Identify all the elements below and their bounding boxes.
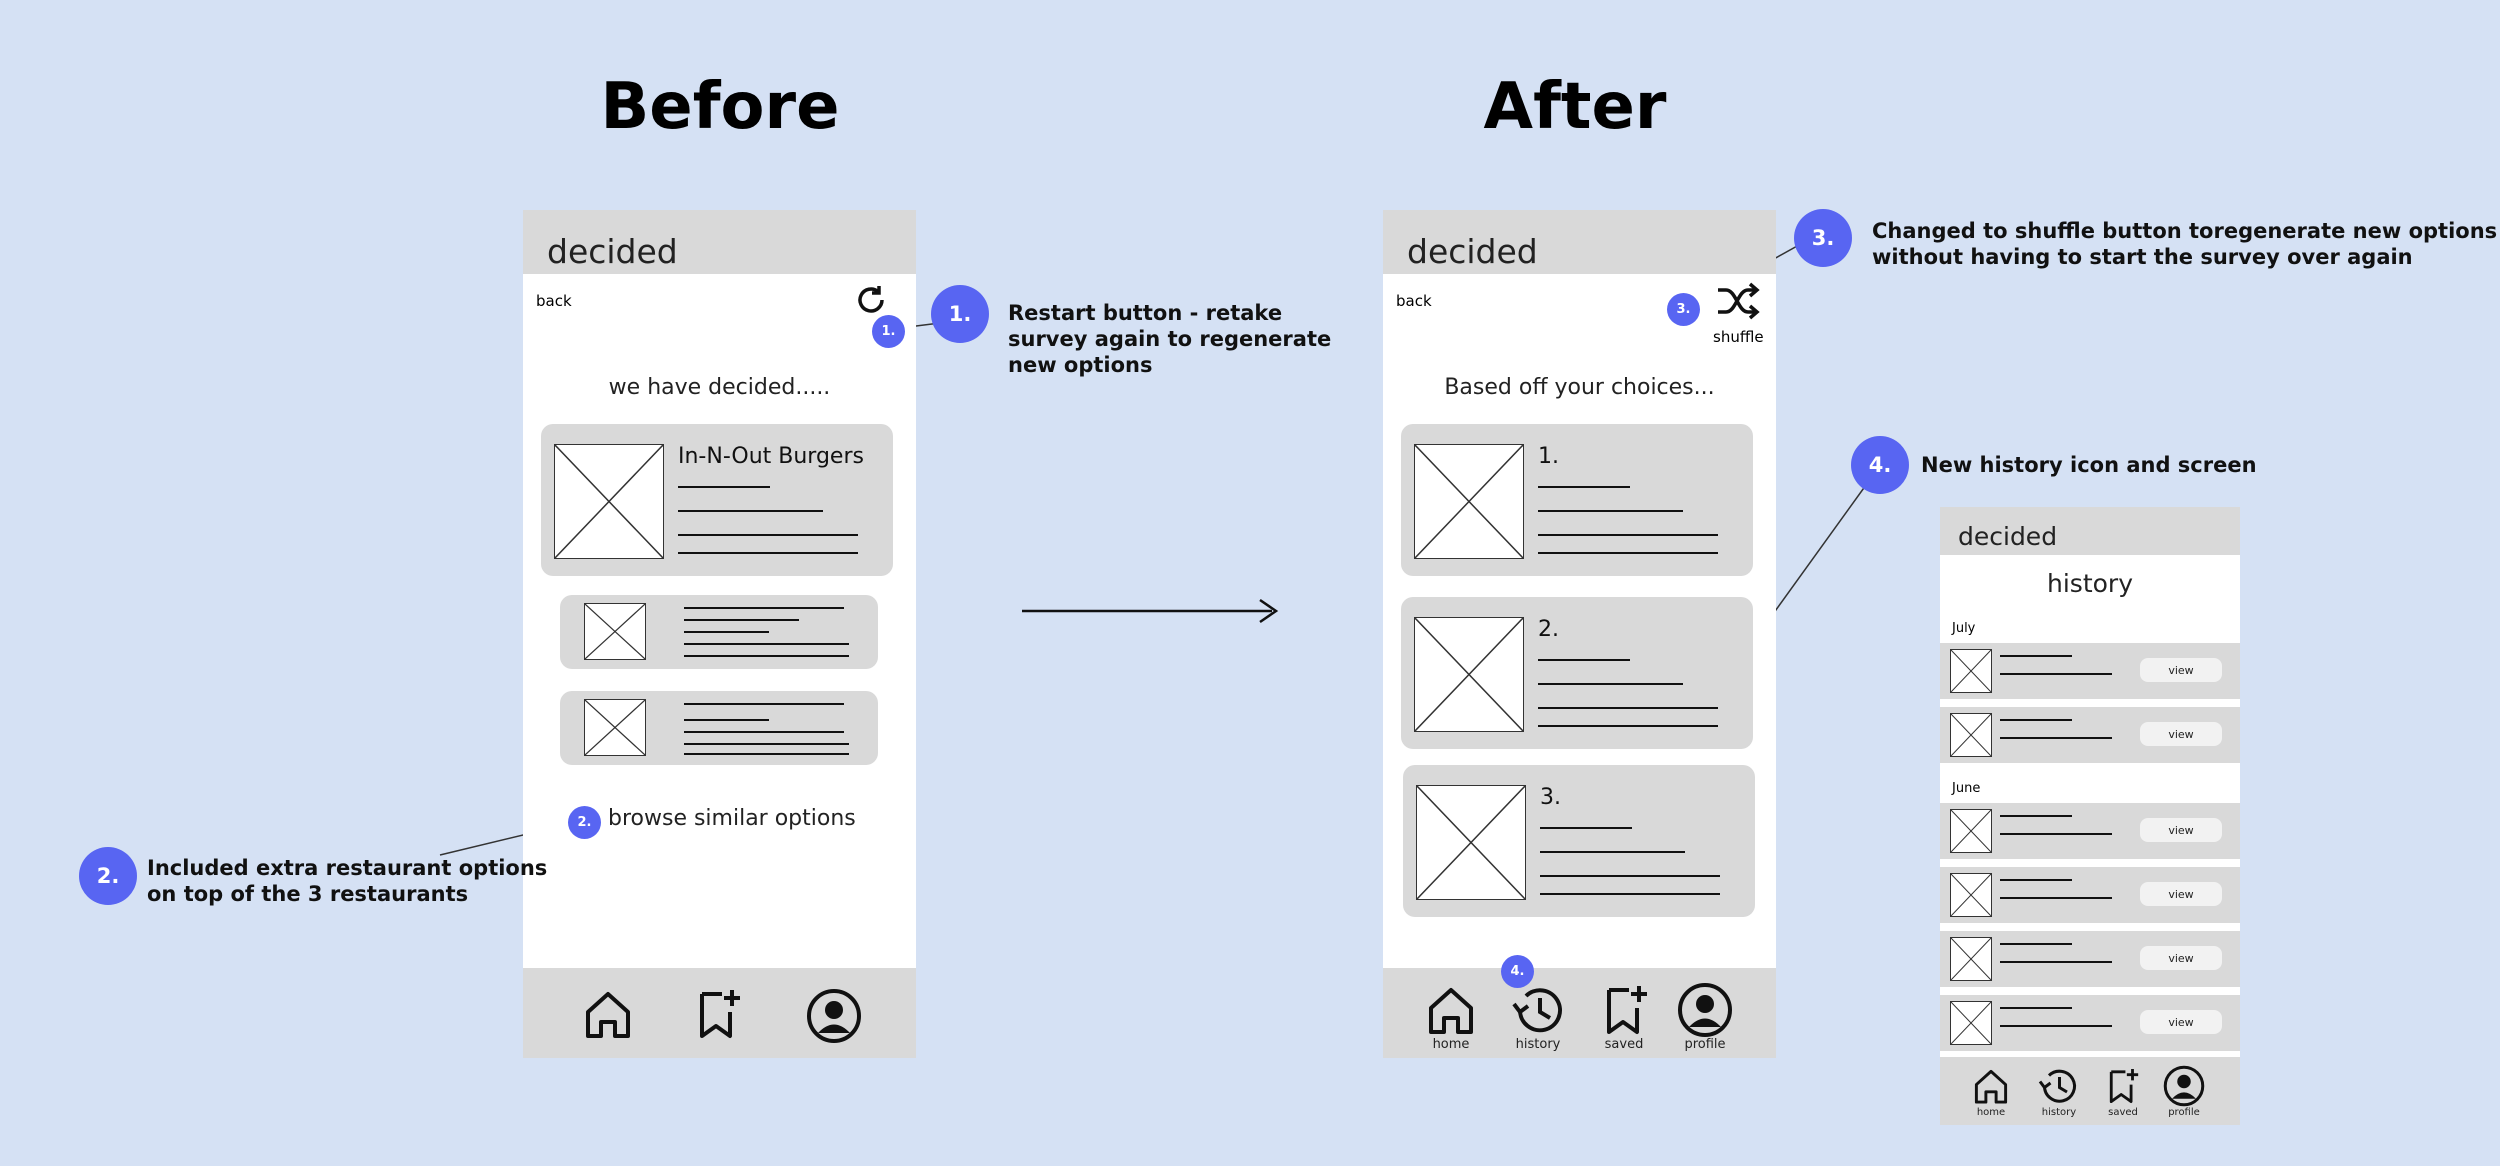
restaurant-card[interactable]: 1. [1401, 424, 1753, 576]
history-row[interactable]: view [1940, 707, 2240, 763]
nav-label-profile: profile [1684, 1037, 1726, 1052]
app-header: decided [1940, 507, 2240, 555]
result-heading: Based off your choices... [1444, 375, 1715, 400]
profile-icon[interactable] [1677, 982, 1733, 1038]
bottom-nav [523, 968, 916, 1058]
history-row[interactable]: view [1940, 867, 2240, 923]
annotation-note-2: Included extra restaurant options on top… [147, 856, 548, 906]
after-phone-screen: decided back shuffle Based off your choi… [1383, 210, 1776, 1058]
bookmark-plus-icon[interactable] [696, 988, 744, 1040]
view-button[interactable]: view [2140, 882, 2222, 906]
bottom-nav: home history saved profile [1940, 1057, 2240, 1125]
nav-label-history: history [1515, 1037, 1561, 1052]
shuffle-icon[interactable] [1716, 282, 1760, 320]
history-row[interactable]: view [1940, 995, 2240, 1051]
history-row[interactable]: view [1940, 931, 2240, 987]
before-phone-screen: decided back we have decided..... In-N-O… [523, 210, 916, 1058]
image-placeholder [1414, 617, 1524, 732]
annotation-marker-4: 4. [1851, 436, 1909, 494]
view-button[interactable]: view [2140, 946, 2222, 970]
nav-label-profile: profile [2168, 1107, 2200, 1118]
bookmark-plus-icon[interactable] [2107, 1067, 2141, 1105]
card-number: 2. [1538, 617, 1559, 642]
back-link[interactable]: back [1396, 292, 1432, 310]
month-label: July [1952, 621, 1976, 636]
annotation-badge-2: 2. [568, 806, 601, 839]
profile-icon[interactable] [806, 988, 862, 1044]
annotation-note-1: Restart button - retake survey again to … [1008, 301, 1332, 377]
history-title: history [2047, 569, 2133, 598]
annotation-marker-2: 2. [79, 847, 137, 905]
view-button[interactable]: view [2140, 722, 2222, 746]
app-header: decided [1383, 210, 1776, 274]
month-label: June [1952, 781, 1981, 796]
result-heading: we have decided..... [608, 375, 831, 400]
nav-label-saved: saved [2108, 1107, 2138, 1118]
home-icon[interactable] [1425, 984, 1477, 1036]
annotation-note-4: New history icon and screen [1921, 453, 2257, 477]
history-icon[interactable] [1510, 982, 1566, 1038]
nav-label-home: home [1976, 1107, 2006, 1118]
after-heading: After [1483, 70, 1667, 144]
extra-option-card[interactable] [560, 691, 878, 765]
history-row[interactable]: view [1940, 643, 2240, 699]
app-title: decided [1407, 232, 1538, 271]
app-title: decided [1958, 522, 2058, 551]
image-placeholder [554, 444, 664, 559]
bottom-nav: home history saved profile [1383, 968, 1776, 1058]
restaurant-card[interactable]: 2. [1401, 597, 1753, 749]
history-phone-screen: decided history July view view June view… [1940, 507, 2240, 1125]
restaurant-card[interactable]: 3. [1403, 765, 1755, 917]
annotation-badge-4: 4. [1501, 955, 1534, 988]
image-placeholder [584, 699, 646, 756]
refresh-icon[interactable] [853, 282, 889, 318]
app-title: decided [547, 232, 678, 271]
view-button[interactable]: view [2140, 1010, 2222, 1034]
app-header: decided [523, 210, 916, 274]
nav-label-saved: saved [1604, 1037, 1644, 1052]
history-row[interactable]: view [1940, 803, 2240, 859]
nav-label-history: history [2041, 1107, 2077, 1118]
view-button[interactable]: view [2140, 818, 2222, 842]
annotation-badge-3: 3. [1667, 293, 1700, 326]
restaurant-name: In-N-Out Burgers [678, 444, 864, 469]
browse-similar-link[interactable]: browse similar options [608, 806, 856, 831]
back-link[interactable]: back [536, 292, 572, 310]
card-number: 3. [1540, 785, 1561, 810]
card-number: 1. [1538, 444, 1559, 469]
extra-option-card[interactable] [560, 595, 878, 669]
restaurant-card[interactable]: In-N-Out Burgers [541, 424, 893, 576]
annotation-marker-3: 3. [1794, 209, 1852, 267]
nav-label-home: home [1432, 1037, 1470, 1052]
shuffle-label: shuffle [1713, 328, 1764, 346]
image-placeholder [1416, 785, 1526, 900]
bookmark-plus-icon[interactable] [1603, 984, 1651, 1036]
home-icon[interactable] [1972, 1067, 2010, 1105]
history-icon[interactable] [2037, 1065, 2079, 1107]
image-placeholder [584, 603, 646, 660]
image-placeholder [1414, 444, 1524, 559]
annotation-badge-1: 1. [872, 315, 905, 348]
home-icon[interactable] [582, 988, 634, 1040]
view-button[interactable]: view [2140, 658, 2222, 682]
annotation-marker-1: 1. [931, 285, 989, 343]
annotation-note-3: Changed to shuffle button toregenerate n… [1872, 219, 2498, 269]
before-heading: Before [600, 70, 840, 144]
profile-icon[interactable] [2163, 1065, 2205, 1107]
